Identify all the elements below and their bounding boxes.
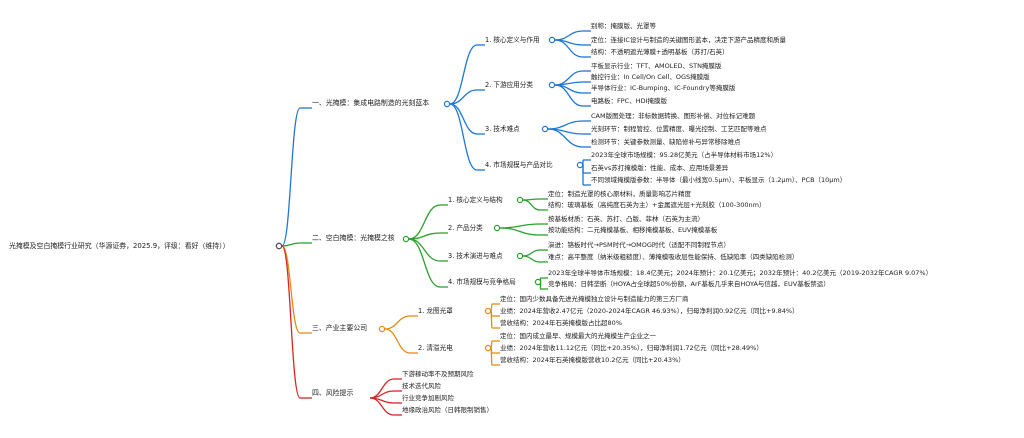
leaf-label: 行业竞争加剧风险 xyxy=(402,393,455,402)
edge-subtopic-to-leaf xyxy=(554,30,584,41)
leaf-label: 按功能结构：二元掩模基板、相移掩模基板、EUV掩模基板 xyxy=(548,225,718,234)
leaf-label: 检测环节：关键参数测量、缺陷修补与异常移除难点 xyxy=(591,137,741,146)
leaf-label: 2023年全球市场规模：95.28亿美元（占半导体材料市场12%） xyxy=(591,150,777,159)
edge-section-to-subtopic xyxy=(384,315,411,330)
edge-subtopic-to-leaf xyxy=(522,199,541,211)
leaf-label: 定位：连接IC设计与制造的关键图形蓝本，决定下游产品精度和质量 xyxy=(591,35,786,44)
leaf-label: 触控行业：In Cell/On Cell、OGS掩膜版 xyxy=(591,72,710,81)
subtopic-node-dot xyxy=(493,224,501,232)
leaf-label: 业绩：2024年营收11.12亿元（同比+20.35%），归母净利润1.72亿元… xyxy=(500,343,763,352)
edge-section-to-subtopic xyxy=(408,232,441,240)
leaf-label: 2023年全球半导体市场规模：18.4亿美元；2024年预计：20.1亿美元；2… xyxy=(548,268,932,277)
leaf-label: 不同领域掩模版参数：半导体（最小线宽0.5μm）、平板显示（1.2μm）、PCB… xyxy=(591,175,846,184)
leaf-label: 技术迭代风险 xyxy=(402,381,442,390)
leaf-label: 光刻环节：制程管控、位置精度、曝光控制、工艺匹配等难点 xyxy=(591,124,767,133)
leaf-label: 结构：玻璃基板（高纯度石英为主）+金属遮光层+光刻胶（100-300nm） xyxy=(548,200,766,209)
edge-section-to-subtopic xyxy=(384,328,411,354)
subtopic-label: 4. 市场规模与竞争格局 xyxy=(448,277,516,286)
root-topic: 光掩模及空白掩模行业研究（华源证券，2025.9，评级：看好（维持）） xyxy=(9,241,230,250)
edge-subtopic-to-leaf xyxy=(547,128,584,148)
edge-subtopic-to-leaf xyxy=(490,340,493,349)
edge-section-to-subtopic xyxy=(408,238,441,288)
subtopic-label: 1. 龙图光罩 xyxy=(418,306,453,315)
edge-subtopic-to-leaf xyxy=(490,303,493,312)
edge-subtopic-to-leaf xyxy=(522,249,541,257)
subtopic-label: 2. 产品分类 xyxy=(448,223,483,232)
section-label: 二、空白掩模：光掩模之核 xyxy=(312,233,395,242)
leaf-label: 别称：掩膜版、光罩等 xyxy=(591,21,657,30)
leaf-label: 定位：国内少数具备先进光掩模独立设计与制造能力的第三方厂商 xyxy=(500,294,689,303)
leaf-label: 地缘政治风险（日韩限制销售） xyxy=(402,405,493,414)
subtopic-label: 1. 核心定义与作用 xyxy=(485,35,540,44)
subtopic-node-dot xyxy=(516,252,524,260)
leaf-label: 竞争格局：日韩垄断（HOYA占全球超50%份额，ArF基板几乎来自HOYA与信越… xyxy=(548,279,830,288)
subtopic-label: 2. 下游应用分类 xyxy=(485,80,533,89)
subtopic-node-dot xyxy=(516,196,524,204)
subtopic-node-dot xyxy=(576,161,584,169)
edge-subtopic-to-leaf xyxy=(499,227,541,236)
edge-section-to-subtopic xyxy=(449,103,478,171)
edge-section-to-subtopic xyxy=(408,204,441,240)
edge-subtopic-to-leaf xyxy=(554,81,584,86)
subtopic-label: 4. 市场规模与产品对比 xyxy=(485,160,553,169)
subtopic-label: 3. 技术演进与难点 xyxy=(448,251,503,260)
leaf-label: CAM版图处理：非标数据转换、图形补偿、对位标记难题 xyxy=(591,111,756,120)
subtopic-node-dot xyxy=(548,36,556,44)
edge-subtopic-to-leaf xyxy=(554,39,584,58)
section-node-dot xyxy=(402,235,410,243)
edge-section-to-leaf xyxy=(369,397,395,416)
section-label: 三、产业主要公司 xyxy=(312,323,367,332)
edge-root-to-section xyxy=(281,107,301,247)
leaf-label: 电路板：FPC、HDI掩膜版 xyxy=(591,96,668,105)
connector-lines xyxy=(281,30,591,416)
edge-section-to-subtopic xyxy=(449,103,478,135)
leaf-label: 定位：国内成立最早、规模最大的光掩模生产企业之一 xyxy=(500,331,657,340)
subtopic-label: 1. 核心定义与结构 xyxy=(448,195,503,204)
leaf-label: 石英vs苏打掩模版：性能、成本、应用场景差异 xyxy=(591,163,729,172)
subtopic-node-dot xyxy=(484,344,492,352)
subtopic-label: 2. 清溢光电 xyxy=(418,343,453,352)
leaf-label: 平板显示行业：TFT、AMOLED、STN掩膜版 xyxy=(591,61,722,70)
subtopic-node-dot xyxy=(541,125,549,133)
edge-root-to-section xyxy=(281,242,301,247)
section-label: 四、风险提示 xyxy=(312,388,353,397)
edge-section-to-subtopic xyxy=(449,89,478,105)
edge-subtopic-to-leaf xyxy=(499,223,541,229)
subtopic-node-dot xyxy=(548,81,556,89)
edge-subtopic-to-leaf xyxy=(547,120,584,130)
leaf-label: 营收结构：2024年石英掩模版营收10.2亿元（同比+20.43%） xyxy=(500,355,685,364)
leaf-label: 难点：高平整度（纳米级粗糙度）、薄掩模吸收层性能保持、低缺陷率（四类缺陷检测） xyxy=(548,252,798,261)
leaf-label: 结构：不透明遮光薄膜+透明基板（苏打/石英） xyxy=(591,47,729,56)
edge-root-to-section xyxy=(281,245,301,399)
leaf-label: 下游稼动率不及预期风险 xyxy=(402,369,474,378)
edge-subtopic-to-leaf xyxy=(554,84,584,107)
leaf-label: 半导体行业：IC-Bumping、IC-Foundry等掩膜版 xyxy=(591,83,736,92)
subtopic-node-dot xyxy=(484,307,492,315)
leaf-label: 定位：制造光罩的核心原材料，质量影响芯片精度 xyxy=(548,189,692,198)
edge-subtopic-to-leaf xyxy=(522,255,541,263)
root-node-dot xyxy=(275,242,283,250)
leaf-label: 营收结构：2024年石英掩模版占比超80% xyxy=(500,318,622,327)
edge-section-to-subtopic xyxy=(449,44,478,105)
section-node-dot xyxy=(443,100,451,108)
leaf-label: 演进：铬板时代→PSM时代→OMOG时代（适配不同制程节点） xyxy=(548,240,730,249)
leaf-label: 按基板材质：石英、苏打、凸版、菲林（石英为主流） xyxy=(548,214,704,223)
subtopic-node-dot xyxy=(534,278,542,286)
subtopic-label: 3. 技术难点 xyxy=(485,124,520,133)
section-label: 一、光掩模：集成电路制造的光刻蓝本 xyxy=(312,98,429,107)
node-labels: 光掩模及空白掩模行业研究（华源证券，2025.9，评级：看好（维持）） 一、光掩模… xyxy=(9,21,932,414)
section-node-dot xyxy=(378,325,386,333)
edge-section-to-subtopic xyxy=(408,238,441,262)
leaf-label: 业绩：2024年营收2.47亿元（2020-2024年CAGR 46.93%），… xyxy=(500,306,799,315)
